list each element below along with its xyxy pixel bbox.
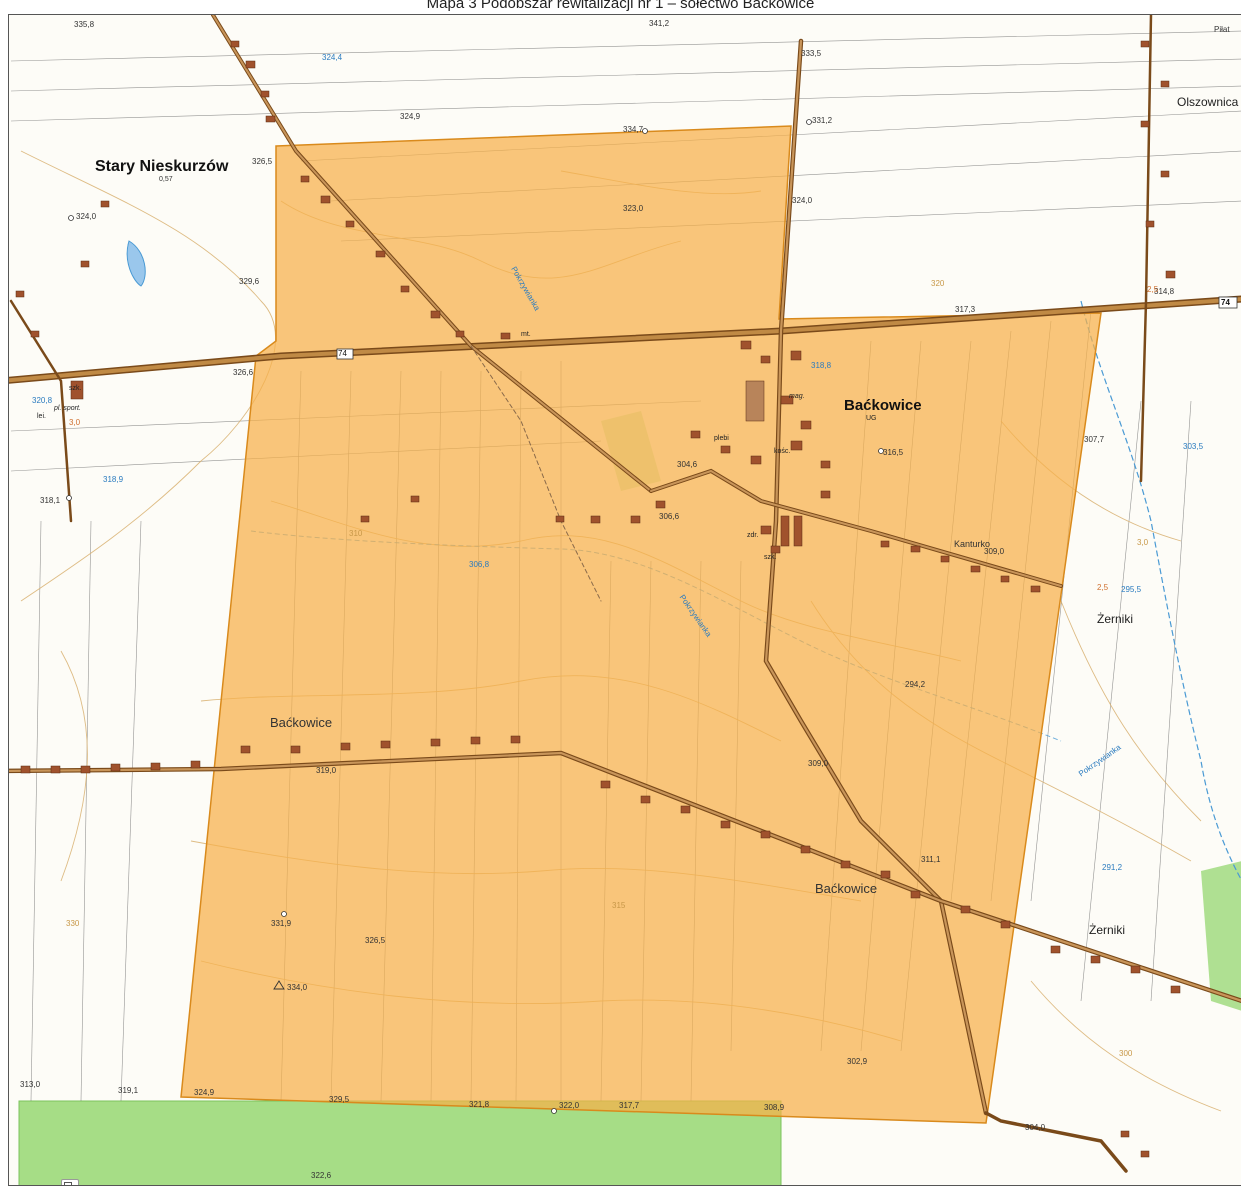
spot-height: 309,0 bbox=[984, 547, 1004, 556]
map-label: lei. bbox=[37, 413, 46, 420]
place-label-backowice: Baćkowice bbox=[844, 397, 922, 414]
spot-height: 326,6 bbox=[233, 368, 253, 377]
place-label-olszownica: Olszownica bbox=[1177, 95, 1238, 109]
spot-height: 0,57 bbox=[159, 176, 173, 183]
spot-height: 335,8 bbox=[74, 20, 94, 29]
spot-height: 304,0 bbox=[1025, 1123, 1045, 1132]
contour-label: 330 bbox=[66, 919, 79, 928]
place-label-backowice-west: Baćkowice bbox=[270, 715, 332, 730]
spot-height: 323,0 bbox=[623, 204, 643, 213]
spot-height: 324,0 bbox=[792, 196, 812, 205]
place-label-backowice-south: Baćkowice bbox=[815, 881, 877, 896]
spot-height: 294,2 bbox=[905, 680, 925, 689]
spot-height: 309,0 bbox=[808, 759, 828, 768]
spot-height: 324,9 bbox=[194, 1088, 214, 1097]
spot-height: 307,7 bbox=[1084, 435, 1104, 444]
map-label: plebi bbox=[714, 435, 729, 442]
spot-height: 341,2 bbox=[649, 19, 669, 28]
spot-height: 331,2 bbox=[812, 116, 832, 125]
map-label: mag. bbox=[789, 393, 805, 400]
spot-height: 306,8 bbox=[469, 560, 489, 569]
spot-height: 308,9 bbox=[764, 1103, 784, 1112]
forest-area-south bbox=[19, 1101, 781, 1185]
map-viewport[interactable]: Stary Nieskurzów Baćkowice Baćkowice Bać… bbox=[8, 14, 1241, 1186]
spot-height: 316,5 bbox=[883, 448, 903, 457]
road-number-74: 74 bbox=[338, 349, 347, 358]
spot-height: 295,5 bbox=[1121, 585, 1141, 594]
spot-height: 333,5 bbox=[801, 49, 821, 58]
spot-height: 334,7 bbox=[623, 125, 643, 134]
place-label-pilat: Piłat bbox=[1214, 25, 1230, 34]
map-label: zdr. bbox=[747, 532, 758, 539]
map-label: UG bbox=[866, 415, 877, 422]
map-label: szk. bbox=[69, 385, 81, 392]
spot-height: 320,8 bbox=[32, 396, 52, 405]
topographic-map[interactable] bbox=[9, 15, 1241, 1185]
layers-icon bbox=[64, 1182, 76, 1186]
spot-height: 306,6 bbox=[659, 512, 679, 521]
spot-height: 302,9 bbox=[847, 1057, 867, 1066]
contour-label: 300 bbox=[1119, 1049, 1132, 1058]
spot-height: 329,5 bbox=[329, 1095, 349, 1104]
spot-height: 317,3 bbox=[955, 305, 975, 314]
contour-label: 320 bbox=[931, 279, 944, 288]
spot-height: 303,5 bbox=[1183, 442, 1203, 451]
map-label: mt. bbox=[521, 331, 531, 338]
contour-label: 2,5 bbox=[1097, 583, 1108, 592]
place-label-stary-nieskurzow: Stary Nieskurzów bbox=[95, 158, 228, 176]
spot-height: 319,1 bbox=[118, 1086, 138, 1095]
spot-height: 318,8 bbox=[811, 361, 831, 370]
spot-height: 318,9 bbox=[103, 475, 123, 484]
spot-height: 319,0 bbox=[316, 766, 336, 775]
map-label: pl. sport. bbox=[54, 405, 81, 412]
contour-label: 3,0 bbox=[1137, 538, 1148, 547]
spot-height: 291,2 bbox=[1102, 863, 1122, 872]
place-label-zerniki-east: Żerniki bbox=[1097, 612, 1133, 626]
spot-height: 324,0 bbox=[76, 212, 96, 221]
spot-height: 311,1 bbox=[921, 855, 940, 864]
map-label: szk. bbox=[764, 554, 776, 561]
contour-label: 3,0 bbox=[69, 418, 80, 427]
contour-label: 315 bbox=[612, 901, 625, 910]
spot-height: 334,0 bbox=[287, 983, 307, 992]
spot-height: 304,6 bbox=[677, 460, 697, 469]
spot-height: 331,9 bbox=[271, 919, 291, 928]
spot-height: 322,0 bbox=[559, 1101, 579, 1110]
spot-height: 329,6 bbox=[239, 277, 259, 286]
map-label: kośc. bbox=[774, 448, 790, 455]
spot-height: 324,4 bbox=[322, 53, 342, 62]
spot-height: 324,9 bbox=[400, 112, 420, 121]
place-label-zerniki-south: Żerniki bbox=[1089, 923, 1125, 937]
contour-label: 310 bbox=[349, 529, 362, 538]
spot-height: 326,5 bbox=[365, 936, 385, 945]
spot-height: 326,5 bbox=[252, 157, 272, 166]
spot-height: 317,7 bbox=[619, 1101, 639, 1110]
road-number-74: 74 bbox=[1221, 298, 1230, 307]
spot-height: 313,0 bbox=[20, 1080, 40, 1089]
spot-height: 322,6 bbox=[311, 1171, 331, 1180]
map-title: Mapa 3 Podobszar rewitalizacji nr 1 – so… bbox=[0, 0, 1241, 14]
contour-label: 2,5 bbox=[1147, 285, 1158, 294]
spot-height: 321,8 bbox=[469, 1100, 489, 1109]
spot-height: 318,1 bbox=[40, 496, 60, 505]
